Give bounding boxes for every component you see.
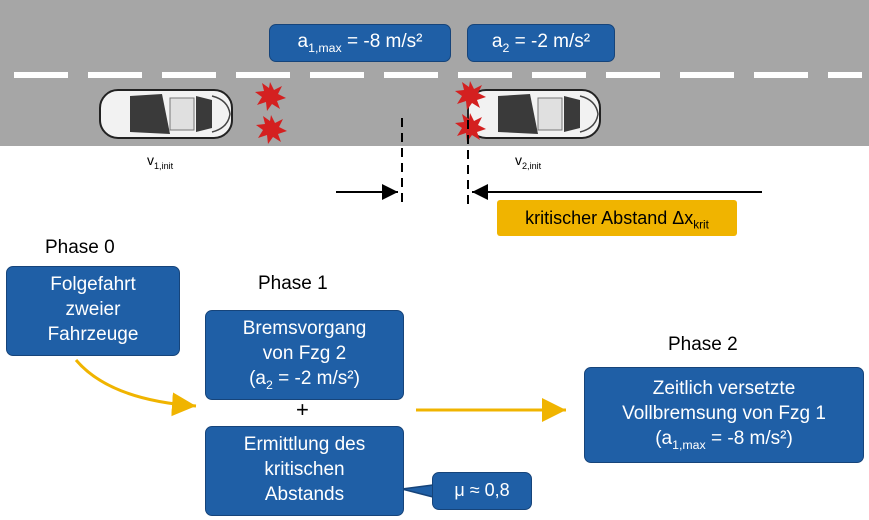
- phase0-label: Phase 0: [45, 237, 115, 258]
- phase1-determination-box: Ermittlung des kritischen Abstands: [205, 426, 404, 516]
- phase2-box: Zeitlich versetzte Vollbremsung von Fzg …: [584, 367, 864, 463]
- accel-tag-car2: a2 = -2 m/s²: [467, 24, 615, 62]
- impact-burst-icon: [255, 81, 486, 144]
- phase0-box: Folgefahrt zweier Fahrzeuge: [6, 266, 180, 356]
- velocity-label-car1: v1,init: [147, 152, 174, 171]
- car-icon: [467, 89, 601, 139]
- lane-markings: [14, 72, 862, 78]
- car-icon: [99, 89, 233, 139]
- accel-tag-car1: a1,max = -8 m/s²: [269, 24, 451, 62]
- phase2-label: Phase 2: [668, 334, 738, 355]
- phase1-label: Phase 1: [258, 273, 328, 294]
- mu-callout-pointer: [401, 484, 434, 498]
- velocity-label-car2: v2,init: [515, 152, 542, 171]
- plus-sign: +: [296, 397, 309, 422]
- phase1-braking-box: Bremsvorgang von Fzg 2 (a2 = -2 m/s²): [205, 310, 404, 400]
- friction-coefficient-tag: μ ≈ 0,8: [432, 472, 532, 510]
- critical-distance-label: kritischer Abstand Δxkrit: [497, 200, 737, 236]
- flow-arrow-phase0-to-phase1: [74, 359, 197, 417]
